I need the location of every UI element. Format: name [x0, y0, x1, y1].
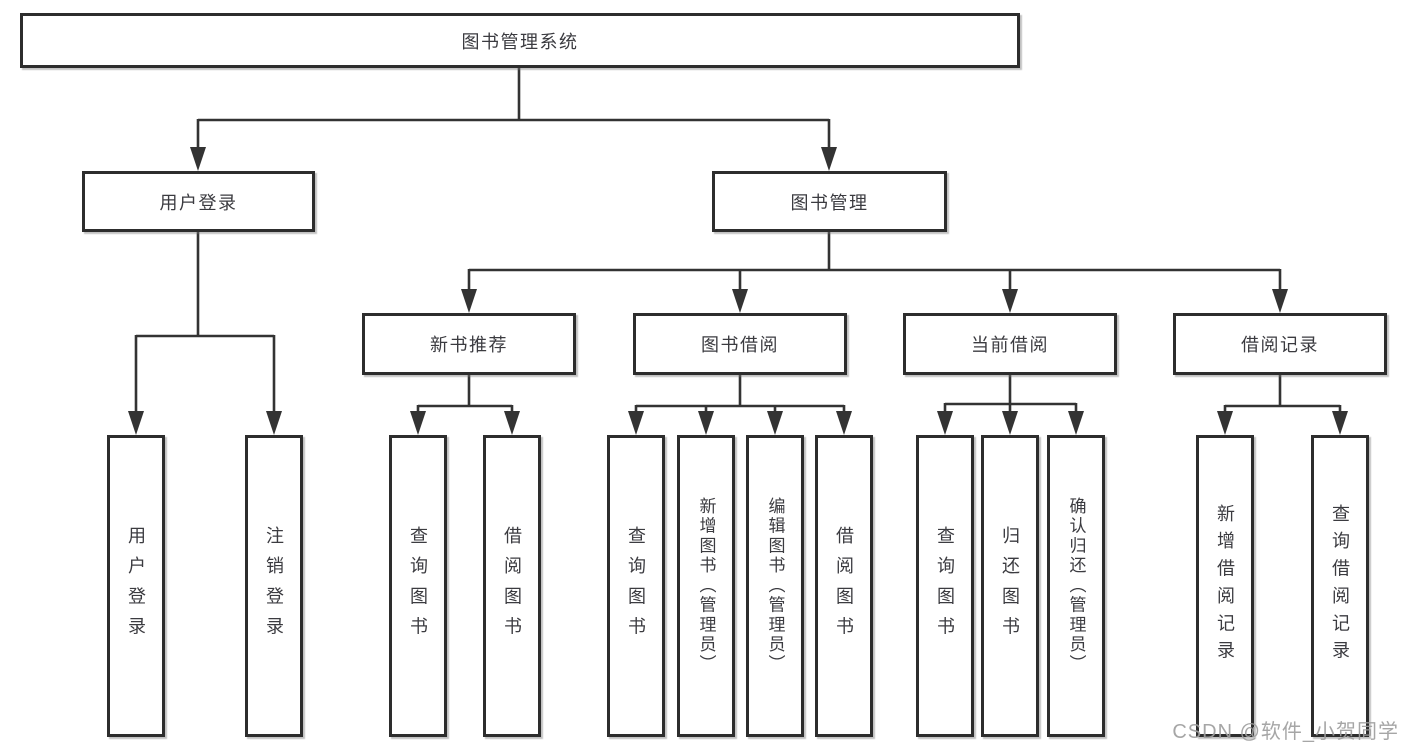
arrowhead-icon [732, 289, 748, 313]
leaf-add-books-admin: 新增图书（管理员） [677, 435, 735, 737]
leaf-return-books: 归还图书 [981, 435, 1039, 737]
node-label: 图书管理系统 [461, 31, 579, 52]
arrowhead-icon [821, 147, 837, 171]
leaf-borrow-books: 借阅图书 [815, 435, 873, 737]
leaf-logout: 注销登录 [245, 435, 303, 737]
node-label: 图书借阅 [701, 335, 779, 355]
branch-borrow-records [1217, 375, 1348, 435]
arrowhead-icon [1272, 289, 1288, 313]
arrowhead-icon [504, 411, 520, 435]
arrowhead-icon [128, 411, 144, 435]
arrowhead-icon [461, 289, 477, 313]
branch-root [190, 68, 837, 171]
branch-user-login [128, 232, 282, 435]
node-label: 当前借阅 [971, 335, 1049, 355]
arrowhead-icon [190, 147, 206, 171]
branch-new-book [410, 375, 520, 435]
leaf-query-books: 查询图书 [607, 435, 665, 737]
arrowhead-icon [1002, 411, 1018, 435]
csdn-watermark: CSDN @软件_小贺同学 [1172, 721, 1399, 743]
arrowhead-icon [266, 411, 282, 435]
leaf-confirm-return-admin: 确认归还（管理员） [1047, 435, 1105, 737]
node-label: 借阅记录 [1241, 335, 1319, 355]
arrowhead-icon [410, 411, 426, 435]
arrowhead-icon [937, 411, 953, 435]
arrowhead-icon [628, 411, 644, 435]
node-book-management: 图书管理 [712, 171, 947, 232]
node-current-borrow: 当前借阅 [903, 313, 1117, 375]
arrowhead-icon [1332, 411, 1348, 435]
leaf-borrow-books: 借阅图书 [483, 435, 541, 737]
leaf-user-login: 用户登录 [107, 435, 165, 737]
node-borrow-records: 借阅记录 [1173, 313, 1387, 375]
leaf-query-borrow-record: 查询借阅记录 [1311, 435, 1369, 737]
arrowhead-icon [1002, 289, 1018, 313]
node-label: 图书管理 [790, 192, 869, 213]
arrowhead-icon [698, 411, 714, 435]
arrowhead-icon [1217, 411, 1233, 435]
branch-book-borrow [628, 375, 852, 435]
arrowhead-icon [1068, 411, 1084, 435]
node-book-borrow: 图书借阅 [633, 313, 847, 375]
node-user-login: 用户登录 [82, 171, 315, 232]
node-label: 用户登录 [159, 192, 238, 213]
arrowhead-icon [767, 411, 783, 435]
branch-current-borrow [937, 375, 1084, 435]
branch-book-management [461, 232, 1288, 313]
leaf-query-books: 查询图书 [389, 435, 447, 737]
leaf-add-borrow-record: 新增借阅记录 [1196, 435, 1254, 737]
leaf-query-books: 查询图书 [916, 435, 974, 737]
arrowhead-icon [836, 411, 852, 435]
node-label: 新书推荐 [430, 335, 508, 355]
node-library-management-system: 图书管理系统 [20, 13, 1020, 68]
node-new-book-recommend: 新书推荐 [362, 313, 576, 375]
leaf-edit-books-admin: 编辑图书（管理员） [746, 435, 804, 737]
